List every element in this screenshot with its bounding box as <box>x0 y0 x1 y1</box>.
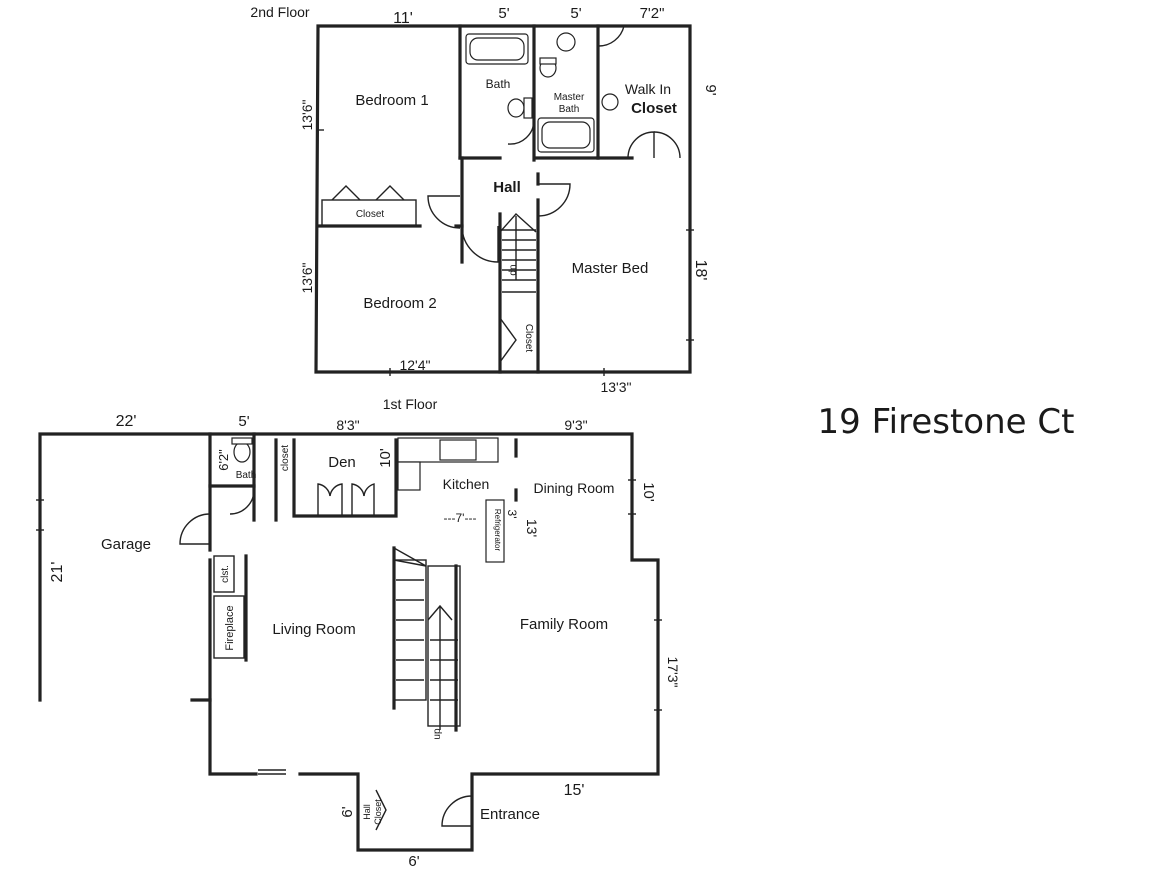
closet-door <box>499 317 517 363</box>
room-label-closet-b1: Closet <box>356 209 385 220</box>
dimension-label: 13'6" <box>299 99 315 130</box>
room-label-walk-in: Walk In <box>625 81 671 97</box>
room-label-clst: clst. <box>220 565 231 583</box>
window-marks-second <box>316 129 694 376</box>
dimension-label: 11' <box>393 10 413 27</box>
room-label-master-bath: Bath <box>559 104 580 115</box>
first-floor-outer-wall <box>208 432 660 852</box>
den-wall <box>292 438 398 518</box>
fireplace <box>213 595 245 659</box>
second-floor-title: 2nd Floor <box>250 4 309 20</box>
room-label-entrance: Entrance <box>480 806 540 823</box>
closet-box <box>213 555 235 593</box>
dimension-label: 13' <box>524 519 540 537</box>
stair-direction-label: up <box>432 728 443 740</box>
dimension-label: 17'3" <box>665 656 681 687</box>
room-label-hall-closet: Closet <box>373 799 383 825</box>
dimension-label: 7'2" <box>640 5 665 22</box>
dimension-label: 6' <box>339 806 356 817</box>
dimension-label: 5' <box>570 5 581 22</box>
dimension-label: 10' <box>377 448 394 468</box>
first-floor-title: 1st Floor <box>383 396 438 412</box>
room-label-kitchen: Kitchen <box>443 476 490 492</box>
stair-first <box>392 546 461 732</box>
closet-box <box>321 199 417 227</box>
labels: 2nd Floor 11' 5' 5' 7'2" 9' Bedroom 1 Ba… <box>49 4 1074 870</box>
dimension-label: 10' <box>640 482 657 502</box>
stove <box>397 461 421 491</box>
dimension-label: 5' <box>498 5 509 22</box>
dimension-label: 22' <box>116 413 137 430</box>
first-floor <box>36 432 662 852</box>
doors-second <box>331 25 681 263</box>
wall <box>208 558 258 776</box>
dimension-label: 18' <box>692 260 709 281</box>
stair-direction-label: dn <box>508 264 519 275</box>
appliance-label-refrigerator: Refrigerator <box>493 509 502 552</box>
dimension-label: 6' <box>408 853 419 870</box>
dimension-label: 21' <box>49 562 66 583</box>
room-label-dining: Dining Room <box>534 480 615 496</box>
dimension-label: 13'3" <box>600 379 631 395</box>
room-label-family: Family Room <box>520 616 608 633</box>
room-label-bath: Bath <box>236 470 257 481</box>
sink <box>439 439 477 461</box>
window-marks-first <box>36 479 662 711</box>
address-title: 19 Firestone Ct <box>818 402 1075 442</box>
second-floor-outer-wall <box>314 24 692 374</box>
room-label-bedroom2: Bedroom 2 <box>363 295 436 312</box>
dimension-label: 9' <box>702 84 719 95</box>
dimension-label: 3' <box>505 510 519 519</box>
dimension-label: 13'6" <box>299 262 315 293</box>
dimension-label: 8'3" <box>336 417 359 433</box>
dimension-label: 6'2" <box>216 449 231 471</box>
dimension-label: 5' <box>238 413 249 430</box>
room-label-hall-closet: Hall <box>362 804 372 820</box>
stair-second <box>499 213 537 293</box>
fixtures-second <box>465 32 619 153</box>
room-label-closet: closet <box>280 445 291 471</box>
room-label-hall: Hall <box>493 179 521 196</box>
doors-first <box>179 483 473 831</box>
room-label-fireplace: Fireplace <box>224 605 236 650</box>
toilet-tank <box>231 437 253 445</box>
room-label-den: Den <box>328 454 356 471</box>
dimension-label: 9'3" <box>564 417 587 433</box>
room-label-bath: Bath <box>486 77 511 91</box>
second-floor <box>314 24 694 376</box>
room-label-master-bath: Master <box>554 92 585 103</box>
room-label-master-bed: Master Bed <box>572 260 649 277</box>
garage-wall <box>38 432 212 702</box>
room-label-closet: Closet <box>631 100 677 117</box>
dimension-label: ---7'--- <box>444 511 477 525</box>
refrigerator <box>485 499 505 563</box>
room-label-bedroom1: Bedroom 1 <box>355 92 428 109</box>
room-label-closet-stair: Closet <box>523 324 534 353</box>
room-label-garage: Garage <box>101 536 151 553</box>
dimension-label: 12'4" <box>399 357 430 373</box>
room-label-living: Living Room <box>272 621 355 638</box>
dimension-label: 15' <box>564 782 585 799</box>
toilet <box>233 441 251 463</box>
